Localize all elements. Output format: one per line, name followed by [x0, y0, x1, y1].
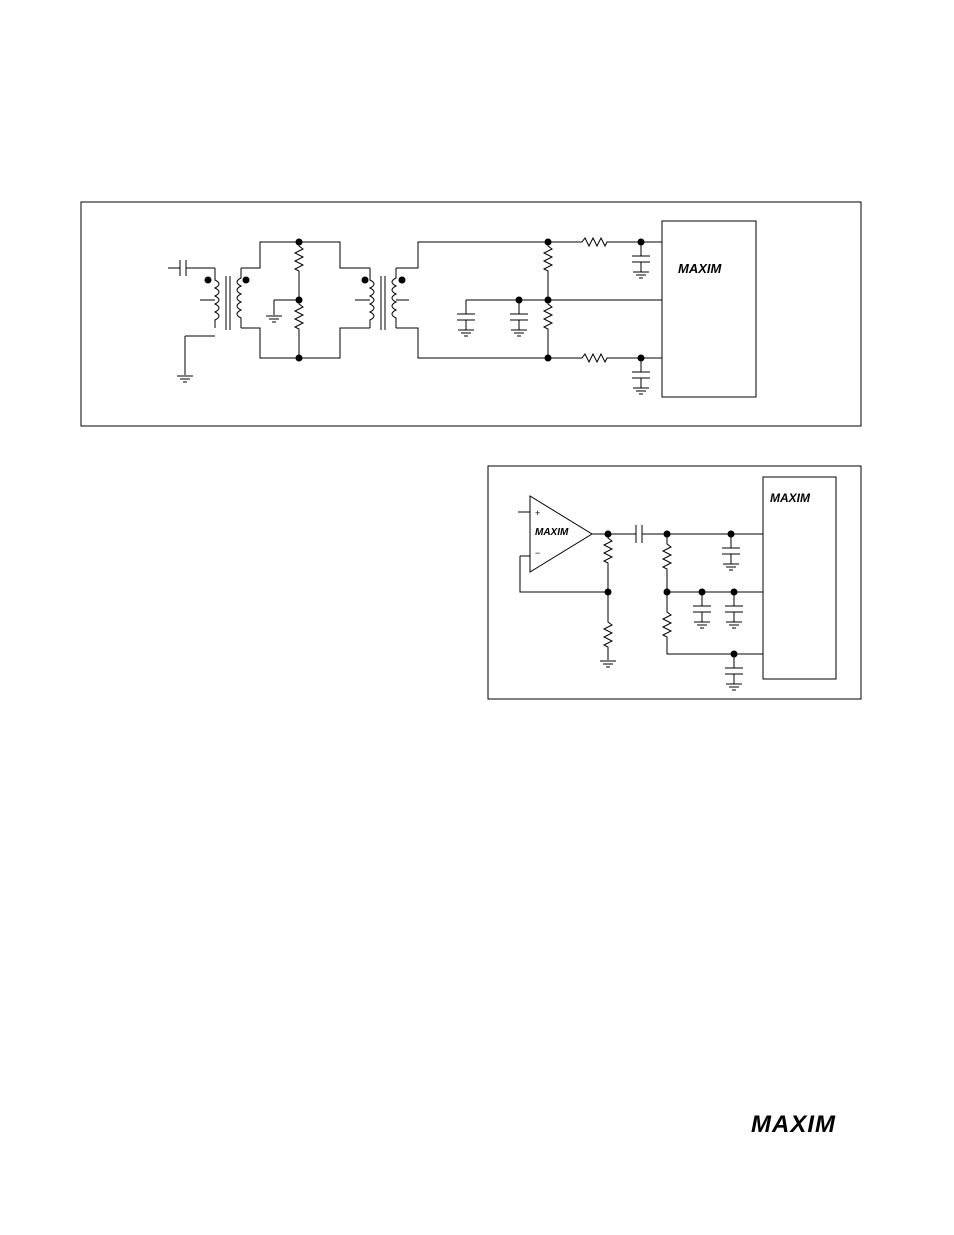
circuit1-ic-logo: MAXIM [678, 262, 721, 275]
circuit1-wiring [168, 238, 662, 394]
circuit2-wiring [518, 496, 763, 690]
circuit2-ic-box [763, 477, 836, 679]
circuit1-ic-box [662, 221, 756, 397]
footer-logo: MAXIM [751, 1113, 836, 1137]
circuit2-opamp-logo: MAXIM [535, 528, 568, 538]
circuit2-junctions [605, 531, 738, 658]
circuit2-ic-logo: MAXIM [770, 492, 810, 504]
opamp-plus: + [535, 508, 540, 518]
opamp-minus: − [535, 548, 540, 558]
